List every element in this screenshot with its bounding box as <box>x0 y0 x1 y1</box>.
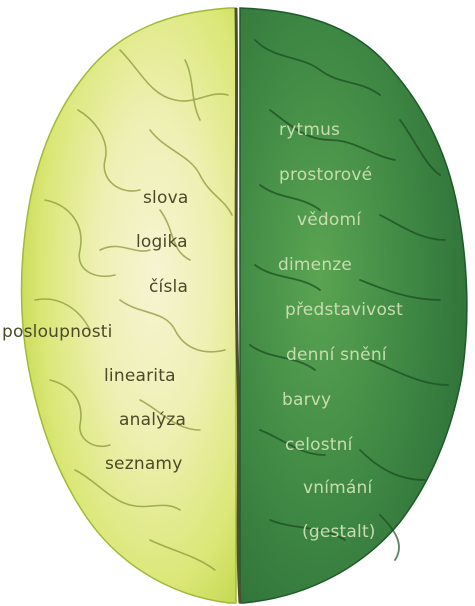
left-label-cisla: čísla <box>149 277 188 297</box>
right-label-prostorove: prostorové <box>279 165 372 185</box>
right-label-rytmus: rytmus <box>279 120 340 140</box>
left-label-slova: slova <box>143 188 188 208</box>
left-label-posloupnosti: posloupnosti <box>2 322 113 342</box>
left-label-analyza: analýza <box>119 410 186 430</box>
left-label-seznamy: seznamy <box>105 454 182 474</box>
right-label-vnimani: vnímání <box>303 478 372 498</box>
right-label-barvy: barvy <box>282 390 331 410</box>
right-label-vedomi: vědomí <box>297 210 361 230</box>
left-label-logika: logika <box>136 232 188 252</box>
right-label-celostni: celostní <box>285 435 353 455</box>
right-label-dimenze: dimenze <box>278 255 352 275</box>
right-label-gestalt: (gestalt) <box>302 522 376 542</box>
right-label-denni-sneni: denní snění <box>286 345 387 365</box>
left-label-linearita: linearita <box>104 366 176 386</box>
right-label-predstavivost: představivost <box>285 300 403 320</box>
